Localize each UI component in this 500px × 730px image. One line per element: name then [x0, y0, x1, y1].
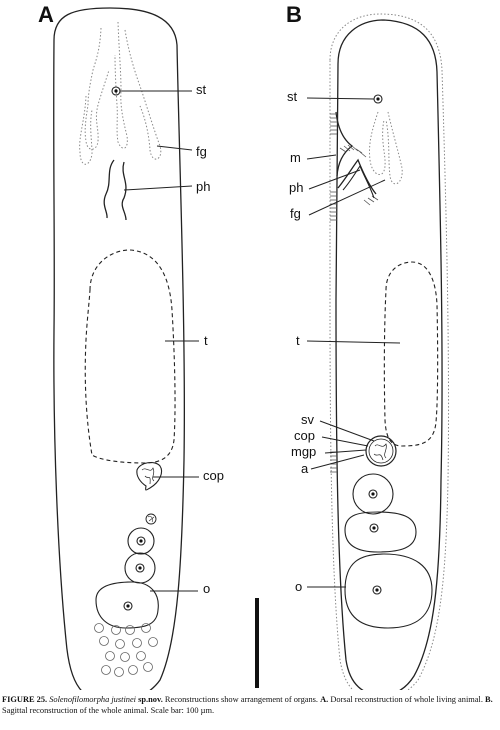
panel-a-leaders	[120, 90, 199, 592]
panel-b-leaders	[306, 97, 401, 588]
panel-b-label-st: st	[287, 89, 298, 104]
panel-a-label-cop: cop	[203, 468, 224, 483]
panel-b-oocyte-3	[344, 553, 433, 629]
panel-b-seminal-vesicle	[368, 438, 394, 464]
panel-b-body-indent	[335, 111, 354, 177]
panel-a-copulatory-organ	[136, 461, 163, 491]
caption-figure-label: FIGURE 25.	[2, 695, 48, 704]
caption-b-letter: B.	[485, 695, 493, 704]
panel-b-label-sv: sv	[301, 412, 314, 427]
caption-b-text: Sagittal reconstruction of the whole ani…	[2, 706, 215, 715]
panel-a-drawing	[53, 7, 199, 690]
panel-a-frontal-gland	[79, 21, 162, 165]
panel-a-oocyte-3	[95, 581, 159, 629]
panel-a-oocyte-1	[127, 527, 155, 555]
panel-a-oocyte-3-nucleus	[123, 601, 133, 611]
panel-b-cop-texture	[373, 443, 387, 461]
figure-drawing	[53, 7, 450, 690]
panel-b-drawing	[306, 13, 450, 690]
panel-a-label-t: t	[204, 333, 208, 348]
caption-sp-nov: sp.nov.	[138, 695, 163, 704]
panel-a-label-ph: ph	[196, 179, 211, 194]
panel-a-dots	[114, 89, 143, 608]
panel-a-cluster-texture	[147, 515, 155, 523]
panel-b-label-mgp: mgp	[291, 444, 317, 459]
panel-a-letter: A	[38, 2, 54, 27]
panel-a-label-fg: fg	[196, 144, 207, 159]
panel-a-pharynx-2	[121, 161, 127, 221]
panel-b-label-fg: fg	[290, 206, 301, 221]
panel-b-label-o: o	[295, 579, 303, 594]
panel-b-label-cop: cop	[294, 428, 315, 443]
panel-b-pharynx-inner	[342, 164, 375, 199]
figure-caption: FIGURE 25. Solenofilomorpha justinei sp.…	[2, 694, 498, 716]
panel-b-oocyte-2	[344, 511, 417, 553]
panel-b-label-t: t	[296, 333, 300, 348]
caption-species: Solenofilomorpha justinei	[49, 695, 137, 704]
panel-a-cluster	[145, 513, 157, 525]
panel-a-vesicles	[94, 623, 158, 677]
panel-a-testis	[84, 249, 176, 464]
panel-a-cop-texture	[141, 467, 155, 485]
panel-a-oocyte-2-nucleus	[135, 563, 145, 573]
panel-b-label-m: m	[290, 150, 301, 165]
panel-b-oocyte-2-nucleus	[369, 523, 379, 533]
panel-b-oocyte-3-nucleus	[372, 585, 382, 595]
panel-a-label-o: o	[203, 581, 211, 596]
panel-b-copulatory-organ	[365, 435, 397, 467]
panel-b-oocyte-1-nucleus	[368, 489, 378, 499]
panel-b-letter: B	[286, 2, 302, 27]
panel-b-frontal-gland	[369, 111, 403, 185]
panel-b-label-a: a	[301, 461, 309, 476]
panel-a-label-st: st	[196, 82, 207, 97]
panel-b-epidermis-outline	[329, 13, 450, 690]
panel-b-dots	[371, 97, 380, 592]
panel-b-testis	[383, 261, 439, 447]
panel-b-body-outline	[335, 19, 443, 690]
caption-a-letter: A.	[320, 695, 329, 704]
caption-text: Reconstructions show arrangement of orga…	[164, 695, 319, 704]
panel-b-pharynx	[337, 158, 377, 195]
panel-a-body-outline	[53, 7, 185, 690]
panel-a-oocyte-1-nucleus	[136, 536, 146, 546]
panel-b-oocyte-1	[352, 473, 394, 515]
caption-a-text: Dorsal reconstruction of whole living an…	[330, 695, 483, 704]
panel-a-pharynx	[103, 159, 115, 219]
panel-b-label-ph: ph	[289, 180, 304, 195]
